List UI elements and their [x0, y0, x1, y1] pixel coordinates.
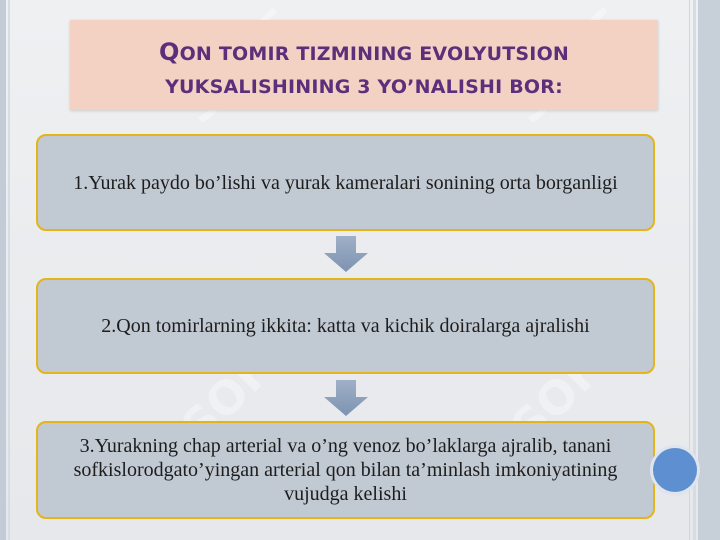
title-banner: [70, 20, 658, 110]
step-box-3: 3.Yurakning chap arterial va o’ng venoz …: [36, 421, 655, 519]
down-arrow-icon: [324, 236, 368, 272]
title-line-2: YUKSALISHINING 3 YO’NALISHI BOR:: [165, 76, 563, 98]
step-text-1: 1.Yurak paydo bo’lishi va yurak kamerala…: [73, 171, 618, 194]
circle-icon: [653, 448, 697, 492]
title-line-1: QON TOMIR TIZMINING EVOLYUTSION: [70, 36, 658, 71]
slide-title: QON TOMIR TIZMINING EVOLYUTSION YUKSALIS…: [70, 36, 658, 104]
step-text-2: 2.Qon tomirlarning ikkita: katta va kich…: [101, 315, 590, 337]
step-text-3: 3.Yurakning chap arterial va o’ng venoz …: [73, 435, 618, 505]
step-box-1: 1.Yurak paydo bo’lishi va yurak kamerala…: [36, 134, 655, 231]
title-initial: Q: [158, 38, 180, 66]
left-edge-bar: [0, 0, 6, 540]
step-box-2: 2.Qon tomirlarning ikkita: katta va kich…: [36, 278, 655, 374]
right-edge-line: [693, 0, 696, 540]
down-arrow-icon: [324, 380, 368, 416]
right-edge-thin-line: [689, 0, 690, 540]
title-line-1-rest: ON TOMIR TIZMINING EVOLYUTSION: [179, 43, 570, 65]
right-edge-bar: [698, 0, 720, 540]
left-edge-line: [8, 0, 10, 540]
